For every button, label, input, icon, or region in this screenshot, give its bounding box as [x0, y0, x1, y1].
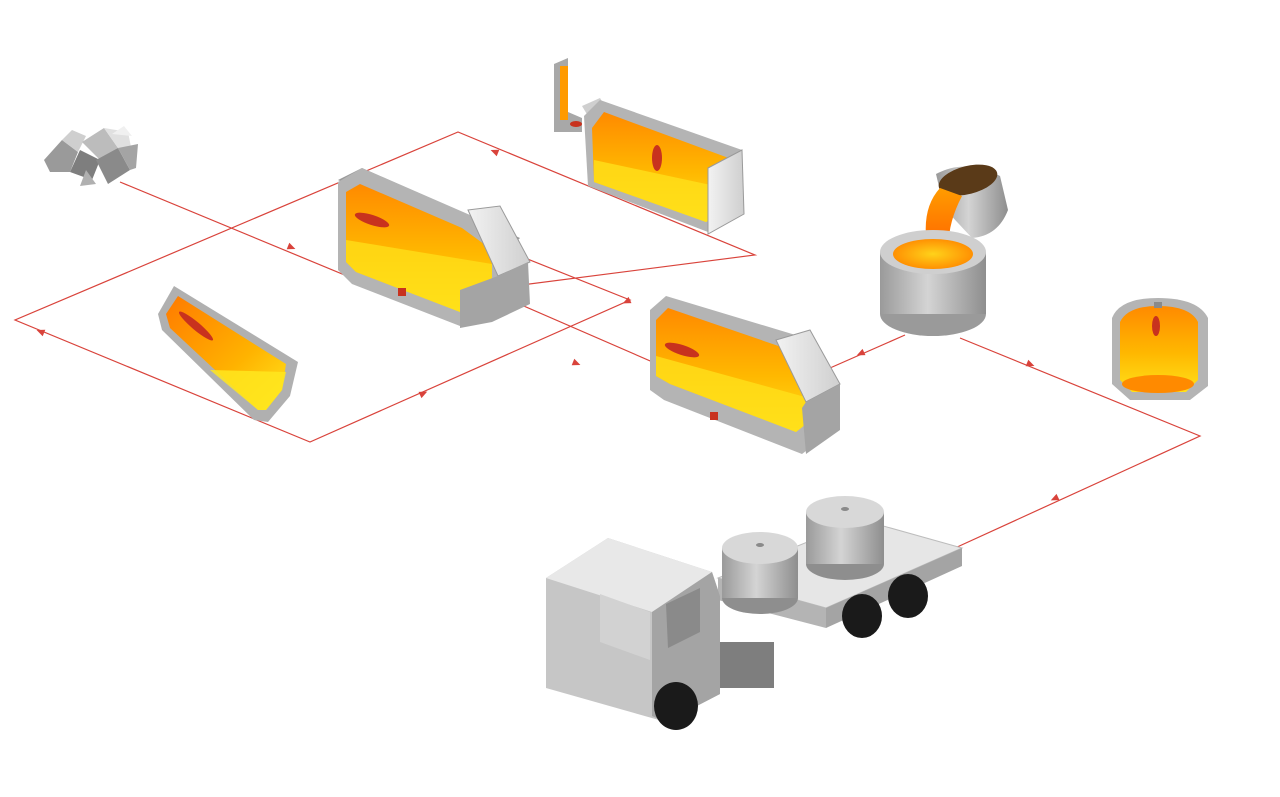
burner-flame-icon [178, 311, 214, 341]
burner-flame-icon [652, 145, 662, 171]
flow-arrow [571, 358, 581, 366]
flow-arrow [856, 348, 866, 356]
flow-arrow [286, 242, 296, 250]
holding-furnace-icon [650, 296, 841, 454]
burner-flame-icon [1152, 316, 1160, 336]
burner-flame-icon [664, 342, 700, 358]
holding-pot-icon [722, 532, 798, 614]
holding-pot-icon [806, 496, 884, 580]
tilting-rotary-furnace-icon [158, 286, 298, 422]
flow-arrow [622, 296, 632, 304]
rotary-melting-furnace-icon [338, 168, 531, 328]
flow-arrow [418, 391, 428, 399]
holding-pot-icon [1112, 298, 1208, 400]
transport-truck-icon [546, 496, 964, 730]
flow-line-ladle-to-furnace [829, 334, 906, 369]
flow-arrow [36, 329, 46, 337]
burner-flame-icon [354, 212, 390, 228]
pouring-ladle-icon [925, 164, 1008, 262]
flow-arrowheads [36, 149, 1060, 501]
flow-arrow [1025, 359, 1035, 367]
scrap-metal-pile-icon [44, 126, 138, 186]
flow-line-crucible-return [954, 337, 1202, 549]
reverberatory-furnace-icon [554, 58, 745, 235]
flow-arrow [490, 149, 500, 157]
transfer-crucible-icon [880, 230, 986, 336]
burner-flame-icon [570, 121, 582, 127]
flow-arrow [1050, 493, 1060, 501]
